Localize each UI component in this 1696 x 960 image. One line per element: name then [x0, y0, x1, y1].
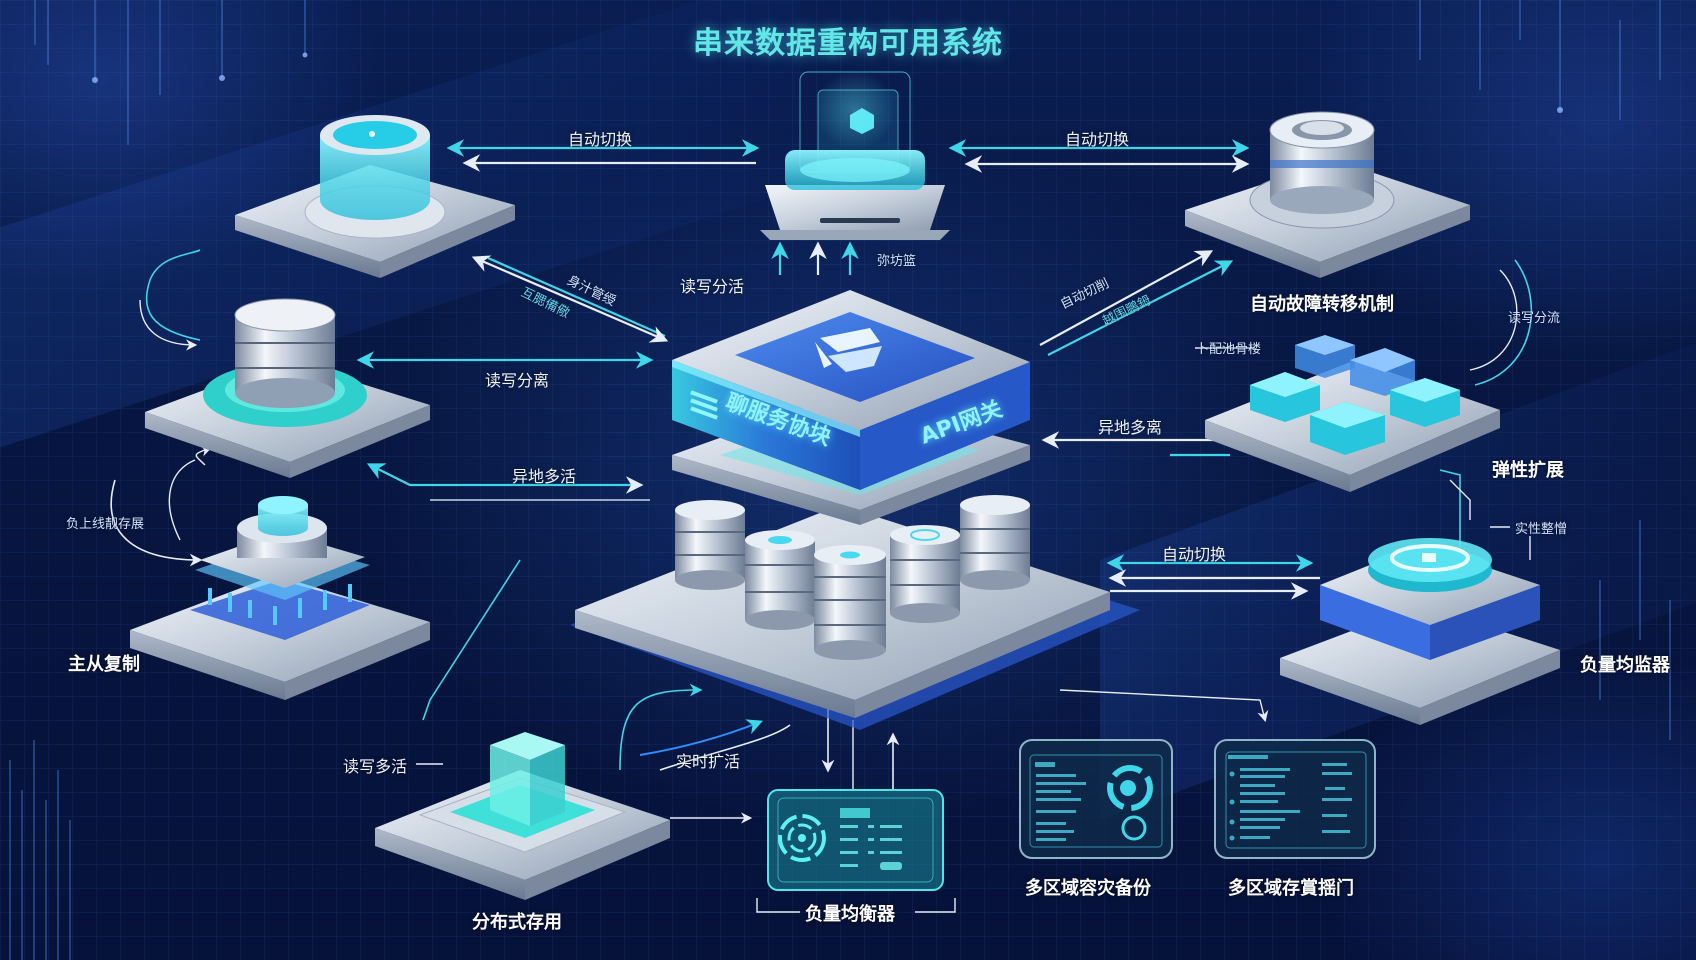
disk-stacks [675, 495, 1030, 660]
node-left-db [145, 298, 430, 478]
node-label-failover: 自动故障转移机制 [1250, 294, 1394, 315]
node-label-region-storage: 多区域存賞揺门 [1228, 878, 1354, 899]
conn-label-far-right-lower: 实性整憎 [1515, 522, 1568, 537]
top-gateway-sub-label: 弥坊篮 [877, 254, 917, 269]
conn-label-realtime-expand: 实时扩活 [676, 752, 741, 771]
conn-label-rw-split: 读写分流 [1508, 311, 1561, 326]
node-top-gateway [760, 70, 950, 240]
conn-label-rw-separation: 读写分离 [485, 371, 550, 390]
data-rain-lines [9, 0, 1671, 960]
node-load-monitor-hit[interactable] [1280, 535, 1560, 725]
conn-label-rw-multi-active: 读写多活 [343, 757, 408, 776]
node-label-dr-backup: 多区域容灾备份 [1025, 878, 1151, 899]
node-top-left-cylinder [235, 115, 515, 278]
node-top-left-cylinder-hit[interactable] [235, 115, 515, 280]
node-load-monitor [1280, 538, 1560, 725]
page-title: 串来数据重构可用系统 [693, 26, 1003, 61]
conn-label-far-left: 负上线靓存展 [66, 517, 145, 532]
node-label-master-slave: 主从复制 [68, 654, 140, 675]
logo-icon [815, 328, 882, 372]
node-failover [1185, 111, 1470, 278]
node-label-distributed-storage: 分布式存用 [472, 912, 562, 933]
conn-label-rw-active: 读写分活 [680, 277, 745, 296]
conn-label-multi-site-active: 异地多活 [512, 467, 577, 486]
panel-load-balancer [767, 789, 944, 891]
node-failover-hit[interactable] [1185, 108, 1470, 280]
panel-dr-backup-hit[interactable] [1020, 740, 1172, 858]
blocks [1250, 335, 1460, 455]
node-distributed-storage-hit[interactable] [375, 730, 670, 902]
conn-label-auto-switch-top-left: 自动切换 [568, 130, 633, 149]
node-left-db-hit[interactable] [145, 298, 430, 480]
panel-region-storage-hit[interactable] [1215, 740, 1375, 858]
conn-label-auto-switch-right-lower: 自动切换 [1162, 545, 1227, 564]
panel-load-balancer-hit[interactable] [768, 790, 943, 890]
node-label-load-monitor: 负量均监器 [1580, 655, 1670, 676]
conn-label-auto-switch-top-right: 自动切换 [1065, 130, 1130, 149]
node-elastic-scale-hit[interactable] [1205, 333, 1500, 493]
node-center-stack-hit[interactable] [570, 290, 1140, 730]
panel-region-storage [1214, 739, 1376, 859]
node-label-elastic-scale: 弹性扩展 [1492, 460, 1564, 481]
node-elastic-scale [1205, 335, 1500, 492]
node-master-slave-hit[interactable] [130, 500, 430, 700]
node-master-slave [130, 496, 430, 700]
node-label-load-balancer: 负量均衡器 [805, 904, 895, 925]
node-center-stack [570, 290, 1140, 730]
panel-dr-backup [1019, 739, 1173, 859]
node-top-gateway-hit[interactable] [760, 70, 950, 242]
connector-arrows [110, 139, 1533, 913]
conn-label-right-upper: 卜配池骨楼 [1196, 342, 1262, 357]
node-distributed-storage [375, 732, 670, 900]
conn-label-multi-site-separation: 异地多离 [1098, 418, 1163, 437]
